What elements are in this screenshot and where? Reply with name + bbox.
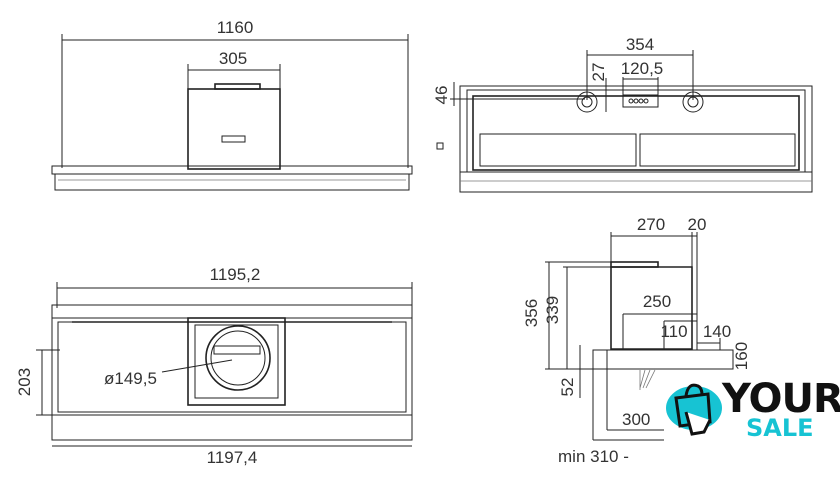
rear-view: 1195,2 ø149,5 203 1197,4 — [15, 265, 413, 467]
dim-diameter-149-5: ø149,5 — [104, 369, 157, 388]
dim-356: 356 — [522, 299, 541, 327]
dim-203: 203 — [15, 368, 34, 396]
side-view: 270 20 356 339 250 110 140 160 52 300 mi… — [522, 215, 751, 466]
dim-46: 46 — [432, 86, 451, 105]
watermark-logo: YOUR SALE — [664, 376, 840, 442]
dim-20: 20 — [688, 215, 707, 234]
control-buttons — [628, 98, 649, 104]
bottom-view: 354 120,5 27 46 — [432, 35, 813, 193]
dim-52: 52 — [558, 378, 577, 397]
dim-250: 250 — [643, 292, 671, 311]
dim-354: 354 — [626, 35, 654, 54]
logo-text-your: YOUR — [722, 376, 840, 422]
dim-27: 27 — [589, 63, 608, 82]
dim-160: 160 — [732, 342, 751, 370]
shopping-bag-hand-icon — [666, 383, 722, 436]
min-distance-label: min 310 - — [558, 447, 629, 466]
front-view: 1160 305 — [51, 18, 413, 191]
dim-1195-2: 1195,2 — [210, 265, 261, 284]
dim-140: 140 — [703, 322, 731, 341]
dim-305: 305 — [219, 49, 247, 68]
dim-339: 339 — [543, 296, 562, 324]
dim-270: 270 — [637, 215, 665, 234]
dim-1160: 1160 — [217, 18, 254, 37]
logo-text-sale: SALE — [746, 414, 814, 442]
dim-1197-4: 1197,4 — [207, 448, 258, 467]
dim-110: 110 — [660, 322, 687, 341]
dim-300: 300 — [622, 410, 650, 429]
dim-120-5: 120,5 — [621, 59, 664, 78]
